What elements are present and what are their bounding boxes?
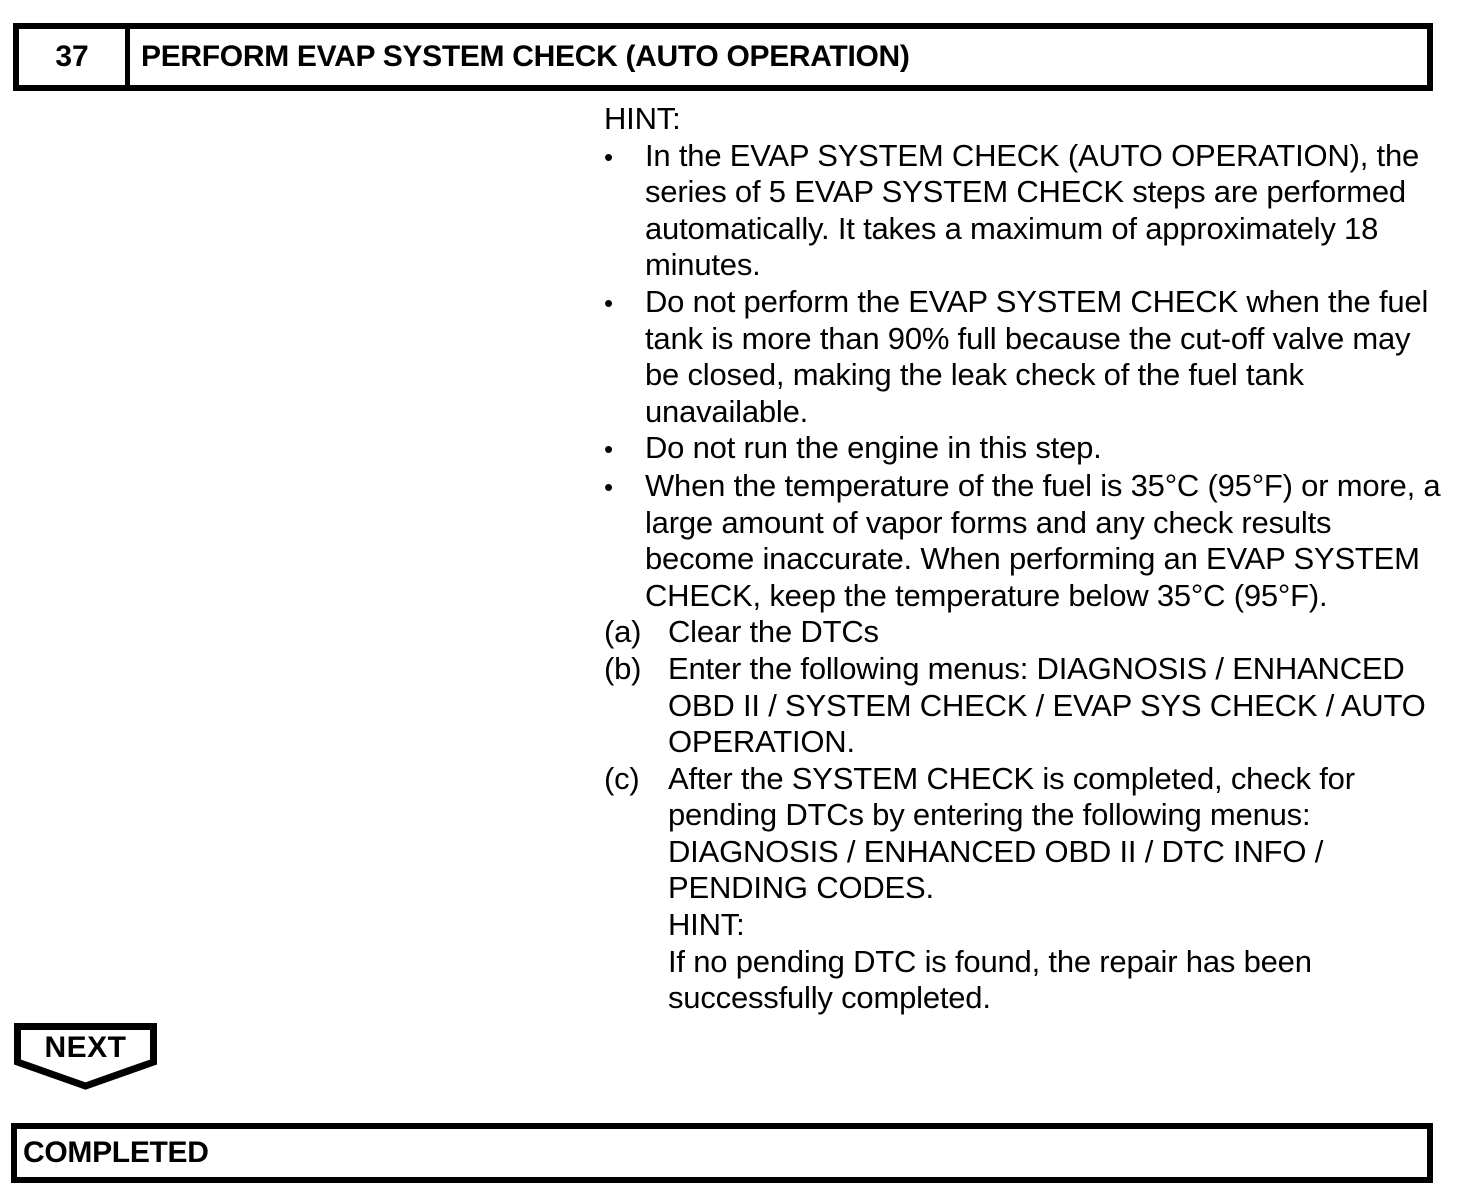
text-line: minutes. xyxy=(645,247,761,283)
text-line: Do not run the engine in this step. xyxy=(645,430,1102,466)
item-marker: (c) xyxy=(604,760,640,796)
text-line: become inaccurate. When performing an EV… xyxy=(645,541,1420,577)
text-line: OBD II / SYSTEM CHECK / EVAP SYS CHECK /… xyxy=(668,687,1426,723)
item-marker: (a) xyxy=(604,614,642,650)
text-line: HINT: xyxy=(668,907,745,943)
completed-bar-label: COMPLETED xyxy=(23,1136,209,1169)
instruction-content: HINT: • In the EVAP SYSTEM CHECK (AUTO OPE… xyxy=(604,101,1464,1017)
text-lines: After the SYSTEM CHECK is completed, che… xyxy=(668,761,1355,907)
text-line: In the EVAP SYSTEM CHECK (AUTO OPERATION… xyxy=(645,137,1420,173)
text-line: automatically. It takes a maximum of app… xyxy=(645,210,1379,246)
step-header: 37 PERFORM EVAP SYSTEM CHECK (AUTO OPERA… xyxy=(13,23,1433,91)
text-line: Clear the DTCs xyxy=(668,614,879,650)
text-line: OPERATION. xyxy=(668,724,855,760)
text-lines: When the temperature of the fuel is 35°C… xyxy=(645,467,1441,614)
content-block: • Do not run the engine in this step. xyxy=(604,430,1464,468)
text-line: PENDING CODES. xyxy=(668,870,934,906)
content-block: (c) After the SYSTEM CHECK is completed, … xyxy=(604,761,1464,907)
text-line: CHECK, keep the temperature below 35°C (… xyxy=(645,577,1328,613)
content-block: HINT:If no pending DTC is found, the rep… xyxy=(604,907,1464,1017)
content-block: HINT: xyxy=(604,101,1464,138)
item-marker: (b) xyxy=(604,650,642,686)
next-button-label: NEXT xyxy=(44,1031,127,1064)
text-line: After the SYSTEM CHECK is completed, che… xyxy=(668,760,1355,796)
text-lines: Clear the DTCs xyxy=(668,614,879,651)
text-line: When the temperature of the fuel is 35°C… xyxy=(645,467,1441,503)
text-line: HINT: xyxy=(604,101,681,136)
text-lines: HINT: xyxy=(604,101,681,138)
next-button[interactable]: NEXT xyxy=(14,1023,157,1090)
content-block: (b) Enter the following menus: DIAGNOSIS … xyxy=(604,651,1464,761)
step-title: PERFORM EVAP SYSTEM CHECK (AUTO OPERATIO… xyxy=(141,40,910,73)
completed-bar[interactable]: COMPLETED xyxy=(11,1123,1433,1183)
text-line: large amount of vapor forms and any chec… xyxy=(645,504,1332,540)
bullet-marker: • xyxy=(604,287,613,318)
text-lines: Do not run the engine in this step. xyxy=(645,430,1102,467)
text-line: tank is more than 90% full because the c… xyxy=(645,320,1411,356)
text-line: If no pending DTC is found, the repair h… xyxy=(668,943,1312,979)
bullet-marker: • xyxy=(604,434,613,465)
text-lines: Enter the following menus: DIAGNOSIS / E… xyxy=(668,651,1426,761)
content-block: • In the EVAP SYSTEM CHECK (AUTO OPERATIO… xyxy=(604,138,1464,284)
bullet-marker: • xyxy=(604,141,613,172)
next-banner-shape xyxy=(14,1023,157,1090)
content-block: • When the temperature of the fuel is 35°… xyxy=(604,468,1464,614)
text-line: series of 5 EVAP SYSTEM CHECK steps are … xyxy=(645,174,1406,210)
text-line: DIAGNOSIS / ENHANCED OBD II / DTC INFO / xyxy=(668,833,1324,869)
text-line: Do not perform the EVAP SYSTEM CHECK whe… xyxy=(645,283,1429,319)
content-block: (a) Clear the DTCs xyxy=(604,614,1464,651)
text-line: Enter the following menus: DIAGNOSIS / E… xyxy=(668,650,1405,686)
content-block: • Do not perform the EVAP SYSTEM CHECK wh… xyxy=(604,284,1464,430)
text-line: pending DTCs by entering the following m… xyxy=(668,797,1311,833)
text-line: be closed, making the leak check of the … xyxy=(645,357,1304,393)
text-line: unavailable. xyxy=(645,393,809,429)
text-line: successfully completed. xyxy=(668,980,991,1016)
bullet-marker: • xyxy=(604,471,613,502)
text-lines: Do not perform the EVAP SYSTEM CHECK whe… xyxy=(645,284,1428,430)
text-lines: In the EVAP SYSTEM CHECK (AUTO OPERATION… xyxy=(645,138,1419,284)
text-lines: HINT:If no pending DTC is found, the rep… xyxy=(668,907,1312,1017)
step-number: 37 xyxy=(19,29,130,85)
